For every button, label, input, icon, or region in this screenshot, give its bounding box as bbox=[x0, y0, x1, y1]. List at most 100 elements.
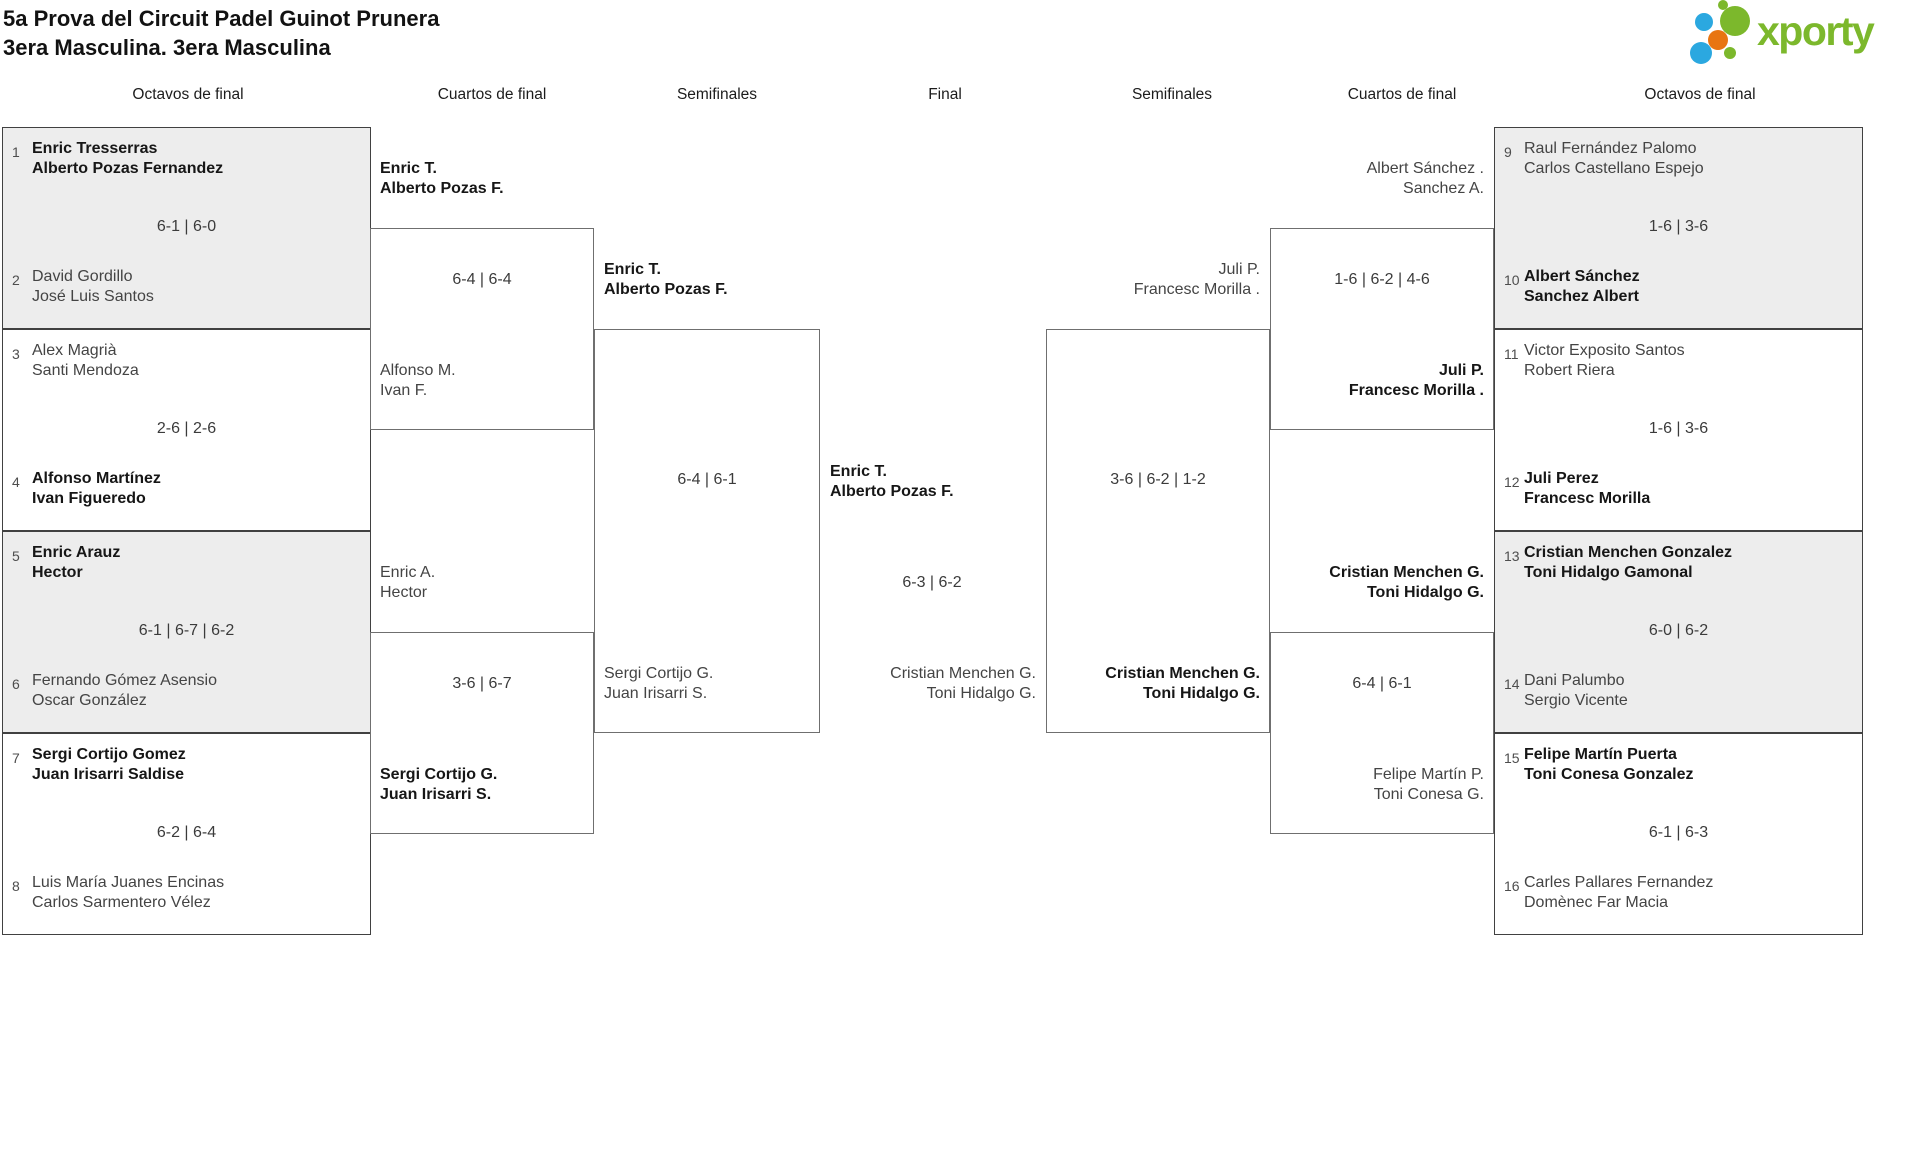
match-box-r16-3: 5 Enric Arauz Hector 6-1 | 6-7 | 6-2 6 F… bbox=[2, 531, 371, 733]
player-name: Fernando Gómez Asensio bbox=[32, 672, 217, 689]
player-name: Hector bbox=[32, 564, 83, 581]
seed-number: 2 bbox=[12, 272, 20, 288]
seed-number: 15 bbox=[1504, 750, 1520, 766]
player-name: Juli P. bbox=[1218, 261, 1260, 278]
player-name: Sanchez A. bbox=[1403, 180, 1484, 197]
player-name: Sergi Cortijo G. bbox=[380, 766, 498, 783]
match-box-sf-2 bbox=[1046, 329, 1270, 733]
player-name: Robert Riera bbox=[1524, 362, 1615, 379]
player-name: Francesc Morilla . bbox=[1348, 382, 1484, 399]
player-name: Francesc Morilla bbox=[1524, 490, 1651, 507]
match-score: 6-2 | 6-4 bbox=[156, 824, 217, 841]
round-header-semis-right: Semifinales bbox=[1131, 86, 1213, 103]
seed-number: 9 bbox=[1504, 144, 1512, 160]
seed-number: 10 bbox=[1504, 272, 1520, 288]
player-name: Alex Magrià bbox=[32, 342, 117, 359]
match-score: 6-3 | 6-2 bbox=[902, 574, 962, 591]
match-box-qf-2 bbox=[370, 632, 594, 834]
match-score: 6-1 | 6-0 bbox=[156, 218, 217, 235]
seed-number: 7 bbox=[12, 750, 20, 766]
player-name: Enric A. bbox=[380, 564, 436, 581]
sf1-top-team: Enric T. Alberto Pozas F. bbox=[604, 260, 728, 300]
tournament-title: 5a Prova del Circuit Padel Guinot Pruner… bbox=[3, 6, 440, 31]
match-box-qf-3 bbox=[1270, 228, 1494, 430]
logo-dot-green-small-bottom bbox=[1724, 47, 1736, 59]
match-box-r16-2: 3 Alex Magrià Santi Mendoza 2-6 | 2-6 4 … bbox=[2, 329, 371, 531]
player-name: Hector bbox=[380, 584, 428, 601]
logo-dot-blue-large bbox=[1690, 42, 1712, 64]
round-header-octavos-right: Octavos de final bbox=[1644, 86, 1756, 103]
player-name: Alberto Pozas Fernandez bbox=[32, 160, 224, 177]
player-name: Juli P. bbox=[1438, 362, 1484, 379]
qf1-top-team: Enric T. Alberto Pozas F. bbox=[380, 159, 504, 199]
sf2-top-team: Juli P. Francesc Morilla . bbox=[1020, 260, 1260, 300]
player-name: Juan Irisarri S. bbox=[604, 685, 708, 702]
seed-number: 4 bbox=[12, 474, 20, 490]
player-name: Felipe Martín P. bbox=[1373, 766, 1484, 783]
seed-number: 16 bbox=[1504, 878, 1520, 894]
round-header-semis-left: Semifinales bbox=[676, 86, 758, 103]
qf1-bottom-team: Alfonso M. Ivan F. bbox=[380, 361, 456, 401]
seed-number: 14 bbox=[1504, 676, 1520, 692]
seed-number: 6 bbox=[12, 676, 20, 692]
qf2-top-team: Enric A. Hector bbox=[380, 563, 435, 603]
player-name: Alfonso Martínez bbox=[32, 470, 161, 487]
player-name: Victor Exposito Santos bbox=[1524, 342, 1685, 359]
match-box-r16-7: 13 Cristian Menchen Gonzalez Toni Hidalg… bbox=[1494, 531, 1863, 733]
match-box-r16-1: 1 Enric Tresserras Alberto Pozas Fernand… bbox=[2, 127, 371, 329]
match-score: 6-1 | 6-3 bbox=[1648, 824, 1709, 841]
player-name: Luis María Juanes Encinas bbox=[32, 874, 225, 891]
player-name: Enric Arauz bbox=[32, 544, 121, 561]
round-header-octavos-left: Octavos de final bbox=[132, 86, 244, 103]
round-header-final: Final bbox=[928, 86, 962, 103]
match-box-r16-6: 11 Victor Exposito Santos Robert Riera 1… bbox=[1494, 329, 1863, 531]
category-subtitle: 3era Masculina. 3era Masculina bbox=[3, 35, 331, 60]
qf4-top-team: Cristian Menchen G. Toni Hidalgo G. bbox=[1224, 563, 1484, 603]
seed-number: 1 bbox=[12, 144, 20, 160]
match-box-sf-1 bbox=[594, 329, 820, 733]
player-name: Santi Mendoza bbox=[32, 362, 139, 379]
player-name: Alberto Pozas F. bbox=[380, 180, 504, 197]
match-box-qf-4 bbox=[1270, 632, 1494, 834]
player-name: Domènec Far Macia bbox=[1524, 894, 1669, 911]
player-name: Cristian Menchen G. bbox=[1105, 665, 1260, 682]
sf2-bottom-team: Cristian Menchen G. Toni Hidalgo G. bbox=[1020, 664, 1260, 704]
match-box-r16-4: 7 Sergi Cortijo Gomez Juan Irisarri Sald… bbox=[2, 733, 371, 935]
round-header-cuartos-left: Cuartos de final bbox=[437, 86, 547, 103]
player-name: Cristian Menchen G. bbox=[890, 665, 1036, 682]
page-title: 5a Prova del Circuit Padel Guinot Pruner… bbox=[3, 4, 439, 62]
match-score: 3-6 | 6-2 | 1-2 bbox=[1110, 471, 1206, 488]
player-name: Toni Hidalgo G. bbox=[1142, 685, 1260, 702]
match-score: 6-4 | 6-1 bbox=[677, 471, 737, 488]
qf3-bottom-team: Juli P. Francesc Morilla . bbox=[1224, 361, 1484, 401]
player-name: Sergi Cortijo Gomez bbox=[32, 746, 186, 763]
player-name: Cristian Menchen Gonzalez bbox=[1524, 544, 1733, 561]
seed-number: 11 bbox=[1504, 346, 1519, 362]
player-name: José Luis Santos bbox=[32, 288, 154, 305]
player-name: Enric T. bbox=[380, 160, 437, 177]
qf2-bottom-team: Sergi Cortijo G. Juan Irisarri S. bbox=[380, 765, 497, 805]
player-name: Albert Sánchez . bbox=[1366, 160, 1484, 177]
match-box-r16-5: 9 Raul Fernández Palomo Carlos Castellan… bbox=[1494, 127, 1863, 329]
match-box-qf-1 bbox=[370, 228, 594, 430]
player-name: Carles Pallares Fernandez bbox=[1524, 874, 1714, 891]
match-score: 6-0 | 6-2 bbox=[1648, 622, 1709, 639]
player-name: Toni Hidalgo G. bbox=[1366, 584, 1484, 601]
player-name: Juan Irisarri S. bbox=[380, 786, 492, 803]
player-name: David Gordillo bbox=[32, 268, 133, 285]
player-name: Juan Irisarri Saldise bbox=[32, 766, 185, 783]
player-name: Toni Conesa G. bbox=[1373, 786, 1484, 803]
logo-dot-blue-small bbox=[1695, 13, 1713, 31]
player-name: Sergi Cortijo G. bbox=[604, 665, 714, 682]
seed-number: 8 bbox=[12, 878, 20, 894]
logo-dot-green-large bbox=[1720, 6, 1750, 36]
match-score: 6-4 | 6-1 bbox=[1352, 675, 1412, 692]
player-name: Cristian Menchen G. bbox=[1329, 564, 1484, 581]
player-name: Enric T. bbox=[604, 261, 661, 278]
player-name: Juli Perez bbox=[1524, 470, 1599, 487]
player-name: Toni Conesa Gonzalez bbox=[1524, 766, 1694, 783]
player-name: Dani Palumbo bbox=[1524, 672, 1625, 689]
player-name: Ivan F. bbox=[380, 382, 428, 399]
logo-dot-green-small-top bbox=[1718, 0, 1728, 10]
